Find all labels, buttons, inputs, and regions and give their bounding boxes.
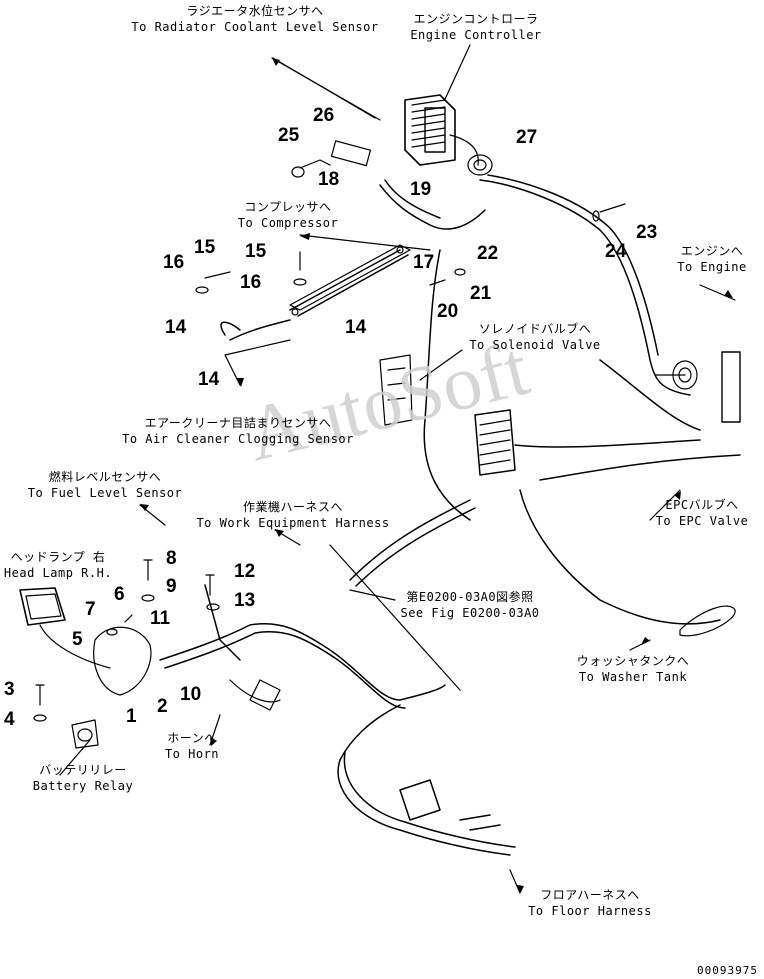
compressor-label-jp: コンプレッサへ xyxy=(244,200,332,214)
engine-connector xyxy=(654,351,741,423)
part-number-22: 22 xyxy=(477,243,499,264)
upper-harness xyxy=(220,174,701,521)
part-number-4: 4 xyxy=(4,709,15,730)
head-lamp xyxy=(19,587,111,669)
part-number-12: 12 xyxy=(234,561,256,582)
part-number-27: 27 xyxy=(516,127,538,148)
fuel-level-label-en: To Fuel Level Sensor xyxy=(27,486,183,500)
upper-bolts xyxy=(195,203,626,294)
engine-controller-label-en: Engine Controller xyxy=(410,28,542,42)
work-equipment-label-en: To Work Equipment Harness xyxy=(196,516,390,530)
solenoid-label-en: To Solenoid Valve xyxy=(469,338,601,352)
part-number-7: 7 xyxy=(85,599,96,620)
part-number-11: 11 xyxy=(150,608,171,629)
solenoid-label-jp: ソレノイドバルブへ xyxy=(478,322,592,336)
bolt-25-26 xyxy=(291,140,372,178)
part-number-1: 1 xyxy=(126,706,137,727)
head-lamp-label-en: Head Lamp R.H. xyxy=(3,566,113,580)
part-number-24: 24 xyxy=(605,241,627,262)
part-number-16a: 16 xyxy=(163,252,185,273)
part-number-6: 6 xyxy=(114,584,125,605)
part-number-17: 17 xyxy=(413,252,435,273)
part-number-15b: 15 xyxy=(245,241,267,262)
air-cleaner-label-en: To Air Cleaner Clogging Sensor xyxy=(122,432,354,446)
horn-bracket xyxy=(229,679,281,711)
epc-valve-label-en: To EPC Valve xyxy=(655,514,749,528)
washer-tank-label-jp: ウォッシャタンクへ xyxy=(576,654,690,668)
horn-label-jp: ホーンへ xyxy=(167,731,217,745)
see-fig-label-jp: 第E0200-03A0図参照 xyxy=(406,590,534,604)
part-number-5: 5 xyxy=(72,629,83,650)
battery-relay-label-jp: バッテリリレー xyxy=(39,763,127,777)
fuel-level-label-jp: 燃料レベルセンサへ xyxy=(48,470,162,484)
part-number-2: 2 xyxy=(157,696,168,717)
part-number-23: 23 xyxy=(636,222,658,243)
part-number-14b: 14 xyxy=(345,317,367,338)
battery-relay-bracket xyxy=(71,626,152,749)
radiator-label-en: To Radiator Coolant Level Sensor xyxy=(131,20,379,34)
solenoid-bank xyxy=(379,354,413,426)
part-number-14c: 14 xyxy=(198,369,220,390)
part-number-25: 25 xyxy=(278,125,300,146)
radiator-label-jp: ラジエータ水位センサへ xyxy=(186,4,324,18)
destination-leaders xyxy=(59,44,736,894)
figure-id: 00093975 xyxy=(697,964,758,977)
horn-label-en: To Horn xyxy=(164,747,220,761)
work-equipment-label-jp: 作業機ハーネスへ xyxy=(242,500,344,514)
part-number-15a: 15 xyxy=(194,237,216,258)
part-number-9: 9 xyxy=(166,576,177,597)
part-number-18: 18 xyxy=(318,169,340,190)
part-number-21: 21 xyxy=(470,283,492,304)
battery-relay-label-en: Battery Relay xyxy=(32,779,134,793)
see-fig-label-en: See Fig E0200-03A0 xyxy=(400,606,540,620)
bracket-14 xyxy=(289,244,411,316)
engine-label-en: To Engine xyxy=(677,260,747,274)
washer-tank xyxy=(679,605,736,637)
main-trunk xyxy=(349,439,741,625)
part-number-16b: 16 xyxy=(240,272,262,293)
part-number-14a: 14 xyxy=(165,317,187,338)
junction-block xyxy=(474,409,516,476)
part-number-19: 19 xyxy=(410,179,432,200)
part-number-8: 8 xyxy=(166,548,177,569)
floor-harness-label-jp: フロアハーネスへ xyxy=(540,888,640,902)
engine-controller-label-jp: エンジンコントローラ xyxy=(413,12,539,26)
part-number-13: 13 xyxy=(234,590,256,611)
lower-harness xyxy=(159,584,516,856)
engine-label-jp: エンジンへ xyxy=(680,244,744,258)
left-bolts xyxy=(33,559,220,722)
head-lamp-label-jp: ヘッドランプ 右 xyxy=(10,550,106,564)
epc-valve-label-jp: EPCバルブへ xyxy=(665,498,739,512)
compressor-label-en: To Compressor xyxy=(237,216,339,230)
engine-controller-unit xyxy=(404,94,493,176)
floor-harness-label-en: To Floor Harness xyxy=(528,904,652,918)
part-number-10: 10 xyxy=(180,684,202,705)
air-cleaner-label-jp: エアークリーナ目詰まりセンサへ xyxy=(144,416,332,430)
arrow-heads xyxy=(140,58,733,894)
part-number-20: 20 xyxy=(437,301,459,322)
part-number-3: 3 xyxy=(4,679,15,700)
part-number-26: 26 xyxy=(313,105,335,126)
washer-tank-label-en: To Washer Tank xyxy=(578,670,688,684)
